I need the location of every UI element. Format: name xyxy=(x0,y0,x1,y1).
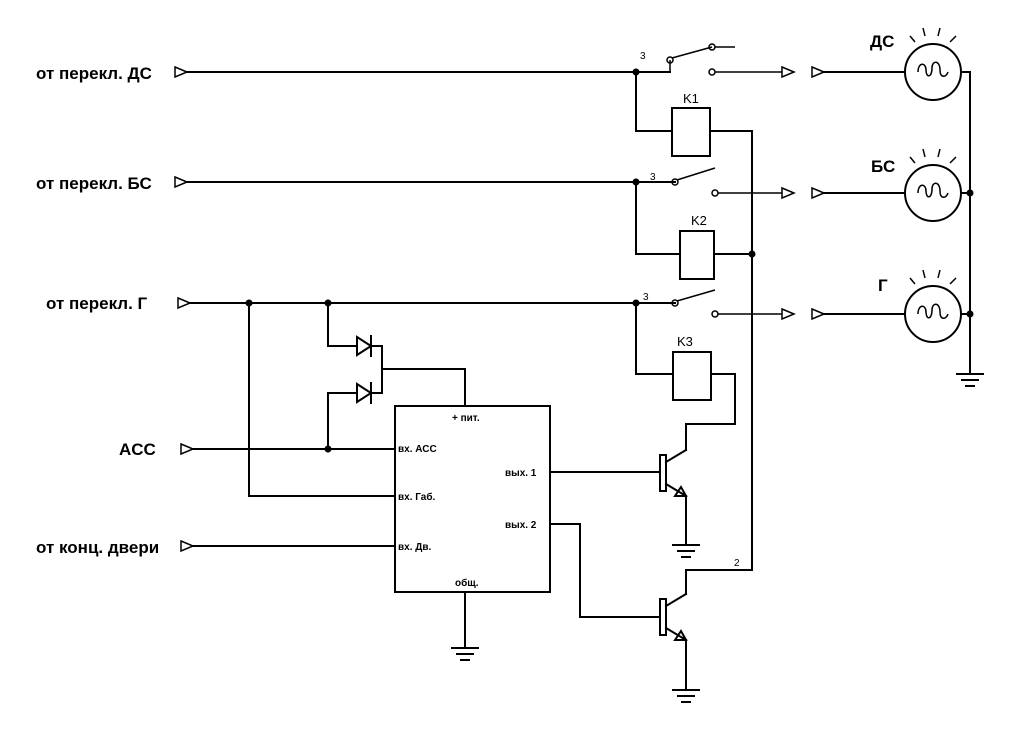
lamp-bs: БС xyxy=(871,148,971,222)
input-label-bs: от перекл. БС xyxy=(36,174,152,193)
relay-k1-label: K1 xyxy=(683,91,699,106)
ic-out2-label: вых. 2 xyxy=(505,520,537,531)
relay-k2-label: K2 xyxy=(691,213,707,228)
input-label-ds: от перекл. ДС xyxy=(36,64,152,83)
k3-contact-pin: 3 xyxy=(643,292,649,303)
diode-1 xyxy=(356,335,383,357)
connector-ds xyxy=(174,65,189,79)
connector-bs xyxy=(174,175,189,189)
input-label-g: от перекл. Г xyxy=(46,294,148,313)
k2-contact-pin: 3 xyxy=(650,172,656,183)
lamp-g-label: Г xyxy=(878,276,888,295)
ic-in-gab-label: вх. Габ. xyxy=(398,491,436,503)
g-circuit: 3 xyxy=(189,289,782,497)
relay-k3: K3 xyxy=(672,334,736,451)
connector-g xyxy=(177,296,192,310)
lamp-ds-label: ДС xyxy=(870,32,894,51)
bs-circuit: 3 xyxy=(186,167,782,255)
ic-power-label: + пит. xyxy=(452,413,480,424)
input-label-door: от конц. двери xyxy=(36,538,159,557)
input-connectors xyxy=(174,65,195,553)
controller-ic: + пит. вх. АСС вх. Габ. вх. Дв. вых. 1 в… xyxy=(394,405,551,661)
ds-circuit: 3 xyxy=(186,43,782,132)
input-label-acc: ACC xyxy=(119,440,156,459)
transistor-2 xyxy=(549,523,700,703)
ic-common-label: общ. xyxy=(455,577,479,589)
output-connectors xyxy=(781,65,906,321)
lamp-ground xyxy=(956,71,984,387)
connector-acc xyxy=(180,442,195,456)
coil-feed-pin: 2 xyxy=(734,558,740,569)
coil-bus: 2 xyxy=(685,130,756,595)
relay-k2: K2 xyxy=(679,213,753,280)
relay-k3-label: K3 xyxy=(677,334,693,349)
connector-door xyxy=(180,539,195,553)
diode-wiring xyxy=(192,345,466,547)
lamp-ds: ДС xyxy=(870,27,971,101)
k1-contact-pin: 3 xyxy=(640,51,646,62)
diode-2 xyxy=(356,382,383,404)
lamp-g: Г xyxy=(878,269,971,343)
ic-in-door-label: вх. Дв. xyxy=(398,542,432,553)
transistor-1 xyxy=(549,448,700,558)
ic-in-acc-label: вх. АСС xyxy=(398,444,437,455)
lamp-bs-label: БС xyxy=(871,157,895,176)
relay-k1: K1 xyxy=(671,91,753,157)
ic-out1-label: вых. 1 xyxy=(505,468,537,479)
